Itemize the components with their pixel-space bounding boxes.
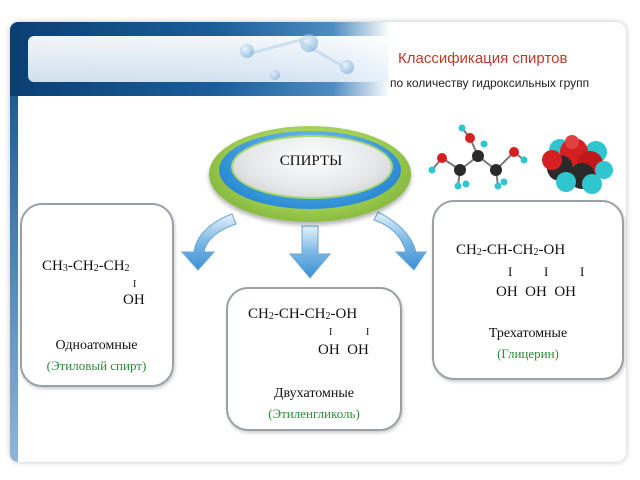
molecule-atoms [428,124,528,190]
trihydric-bond-2: I [544,264,549,279]
trihydric-bond-1: I [508,264,513,279]
header-molecule-atom [340,60,354,74]
space-filling-molecule [542,135,613,194]
trihydric-oh: OH OH OH [496,284,576,300]
left-accent-bar [10,96,18,462]
trihydric-formula: CH2-CH-CH2-OH [456,242,566,258]
arrow-to-center-box [288,225,332,279]
trihydric-bond-3: I [580,264,585,279]
trihydric-example: (Глицерин) [497,346,559,361]
monohydric-formula: CH3-CH2-CH2 [42,258,130,274]
slide-subtitle: по количеству гидроксильных групп [390,76,590,90]
header-molecule-atom [300,34,318,52]
header-molecule-atom [270,70,280,80]
monohydric-oh: OH [123,292,145,308]
dihydric-formula: CH2-CH-CH2-OH [248,306,358,322]
dihydric-bond-2: I [366,327,370,338]
header-molecule-atom [240,44,254,58]
dihydric-example: (Этиленгликоль) [268,406,360,421]
monohydric-box [20,203,174,387]
monohydric-type: Одноатомные [55,338,138,353]
dihydric-bond-1: I [329,327,333,338]
trihydric-type: Трехатомные [488,326,568,341]
arrow-to-right-box [373,211,427,271]
monohydric-example: (Этиловый спирт) [46,358,147,373]
dihydric-type: Двухатомные [274,386,354,401]
dihydric-box [226,287,402,431]
trihydric-box [432,200,624,380]
slide-title: Классификация спиртов [398,50,568,67]
monohydric-bond: I [133,279,137,290]
center-label: СПИРТЫ [279,153,343,169]
dihydric-oh: OH OH [318,342,369,358]
arrow-to-left-box [180,213,237,271]
center-ellipse [231,135,393,199]
